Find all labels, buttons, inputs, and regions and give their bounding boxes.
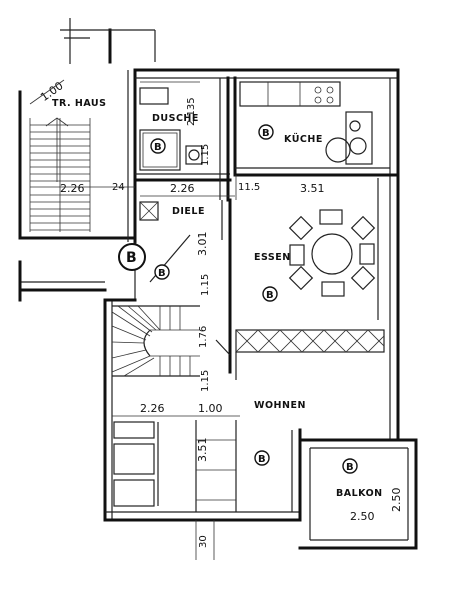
b-marker-kueche	[258, 124, 274, 140]
b-marker-balkon	[342, 458, 358, 474]
b-marker-large	[118, 243, 146, 271]
dimension-24: 24	[112, 182, 125, 193]
b-marker-diele-label: B	[158, 268, 166, 279]
dimension-30: 30	[198, 535, 209, 548]
dining-table	[311, 233, 353, 275]
room-balkon: B BALKON 2.50 2.50	[298, 438, 418, 550]
b-marker-essen	[262, 286, 278, 302]
b-marker-dusche-label: B	[154, 142, 162, 153]
b-marker-large-label: B	[126, 250, 137, 266]
room-dusche: DUSCHE 2.135 1.15 B	[133, 76, 232, 202]
b-marker-balkon-label: B	[346, 462, 354, 473]
dimension-2-26-wohnen: 2.26	[140, 402, 165, 415]
b-marker-diele	[154, 264, 170, 280]
dimension-1-15-b: 1.15	[200, 274, 211, 296]
room-essen: ESSEN B	[254, 209, 376, 302]
b-marker-kueche-label: B	[262, 128, 270, 139]
room-diele: 2.26 DIELE 3.01 1.15 B B	[118, 182, 235, 374]
dimension-2-50-balkon-height: 2.50	[390, 488, 403, 513]
stairs-winding: 1.76 1.15	[111, 305, 231, 392]
room-label-wohnen: WOHNEN	[254, 400, 306, 411]
apartment-walls	[103, 68, 400, 522]
room-label-balkon: BALKON	[336, 488, 383, 499]
room-label-diele: DIELE	[172, 206, 205, 217]
room-wohnen: WOHNEN 2.26 1.00 3.51 B 30	[112, 400, 306, 560]
dimension-2-135: 2.135	[186, 97, 197, 126]
room-label-tr-haus: TR. HAUS	[52, 98, 106, 109]
stair-treads-left	[29, 117, 91, 232]
room-label-kueche: KÜCHE	[284, 134, 323, 145]
dimension-1-15-a: 1.15	[200, 144, 211, 166]
dimension-1-00-wohnen: 1.00	[198, 402, 223, 415]
dimension-11-5: 11.5	[238, 182, 260, 193]
b-marker-essen-label: B	[266, 290, 274, 301]
b-marker-dusche	[150, 138, 166, 154]
stairwell: TR. HAUS 1.00 2.26 24	[18, 18, 156, 302]
dimension-3-51-kueche: 3.51	[300, 182, 325, 195]
dimension-2-26-diele: 2.26	[170, 182, 195, 195]
b-marker-wohnen	[254, 450, 270, 466]
dimension-2-26-stair: 2.26	[60, 182, 85, 195]
dimension-1-15-c: 1.15	[200, 370, 211, 392]
room-label-dusche: DUSCHE	[152, 113, 199, 124]
dimension-1-76: 1.76	[198, 326, 209, 348]
dimension-3-01: 3.01	[196, 232, 209, 257]
room-kueche: KÜCHE B 3.51 11.5	[233, 76, 400, 195]
dimension-3-51-wohnen: 3.51	[196, 438, 209, 463]
window-band	[235, 329, 385, 380]
dimension-2-50-balkon-width: 2.50	[350, 510, 375, 523]
b-marker-wohnen-label: B	[258, 454, 266, 465]
room-label-essen: ESSEN	[254, 252, 291, 263]
